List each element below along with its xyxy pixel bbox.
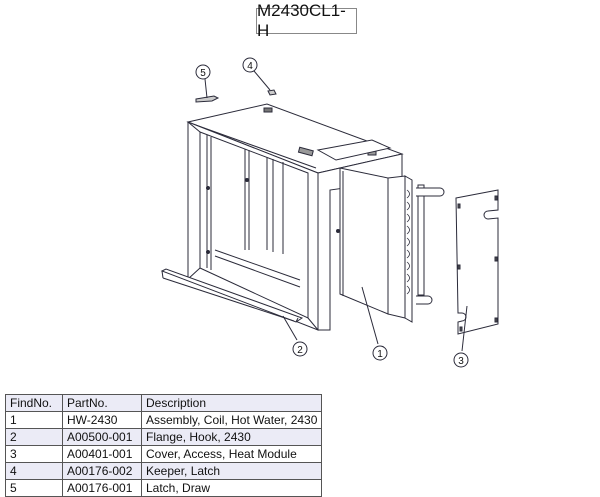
- description-cell: Cover, Access, Heat Module: [140, 445, 323, 463]
- description-cell: Keeper, Latch: [140, 462, 323, 480]
- svg-text:2: 2: [297, 345, 303, 356]
- find-no-cell: 2: [5, 428, 63, 446]
- table-row: 1 HW-2430 Assembly, Coil, Hot Water, 243…: [5, 411, 323, 429]
- callout-2: 2: [292, 341, 308, 357]
- find-no-cell: 5: [5, 479, 63, 497]
- callout-3: 3: [453, 352, 469, 368]
- latch-keeper-part: [267, 89, 277, 96]
- header-description: Description: [140, 394, 323, 412]
- access-cover: [455, 189, 499, 335]
- svg-text:4: 4: [247, 61, 253, 72]
- svg-text:3: 3: [458, 356, 464, 367]
- part-no-cell: HW-2430: [62, 411, 142, 429]
- description-cell: Flange, Hook, 2430: [140, 428, 323, 446]
- description-cell: Latch, Draw: [140, 479, 323, 497]
- coil-assembly: [339, 167, 445, 323]
- find-no-cell: 3: [5, 445, 63, 463]
- table-row: 2 A00500-001 Flange, Hook, 2430: [5, 428, 323, 446]
- header-find-no: FindNo.: [5, 394, 63, 412]
- callout-leaders: [204, 70, 468, 352]
- hook-flange: [160, 268, 304, 323]
- callout-1: 1: [372, 345, 388, 361]
- draw-latch-part: [195, 95, 220, 103]
- exploded-assembly-drawing: 5 4 2 1 3: [160, 57, 499, 368]
- svg-text:1: 1: [377, 349, 383, 360]
- find-no-cell: 4: [5, 462, 63, 480]
- header-part-no: PartNo.: [62, 394, 142, 412]
- part-no-cell: A00500-001: [62, 428, 142, 446]
- callout-4: 4: [242, 57, 258, 73]
- part-no-cell: A00176-002: [62, 462, 142, 480]
- svg-text:5: 5: [200, 68, 206, 79]
- find-no-cell: 1: [5, 411, 63, 429]
- table-header-row: FindNo. PartNo. Description: [5, 394, 323, 412]
- part-no-cell: A00401-001: [62, 445, 142, 463]
- callout-5: 5: [195, 64, 211, 80]
- housing-frame: [186, 103, 404, 331]
- description-cell: Assembly, Coil, Hot Water, 2430: [140, 411, 323, 429]
- table-row: 3 A00401-001 Cover, Access, Heat Module: [5, 445, 323, 463]
- parts-list-table: FindNo. PartNo. Description 1 HW-2430 As…: [5, 394, 323, 497]
- table-row: 4 A00176-002 Keeper, Latch: [5, 462, 323, 480]
